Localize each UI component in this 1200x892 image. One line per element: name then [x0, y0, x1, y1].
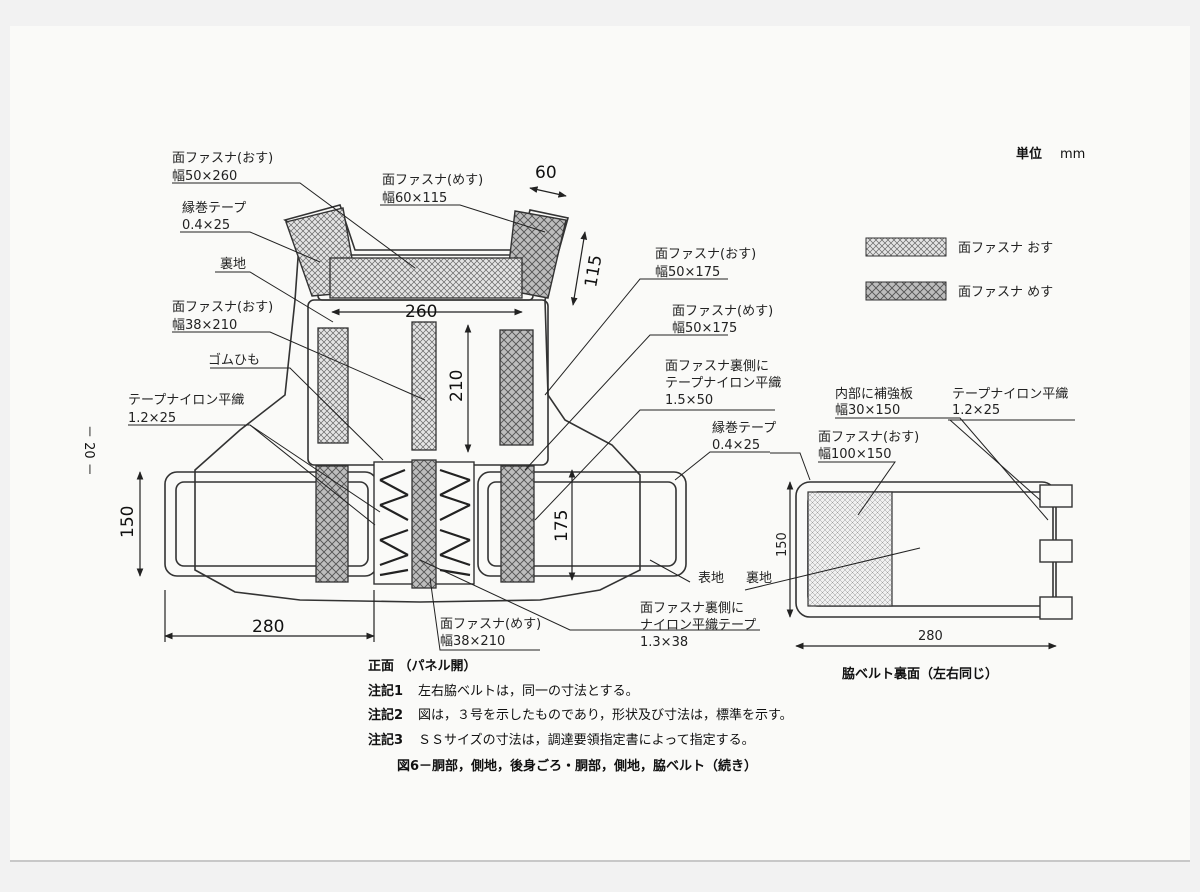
- unit-value: mm: [1060, 147, 1085, 162]
- note3-head: 注記3: [368, 732, 403, 748]
- lbl-female-115-b: 幅60×115: [382, 191, 447, 206]
- lbl-female-175-b: 幅50×175: [672, 321, 737, 336]
- caption-side: 脇ベルト裏面（左右同じ）: [842, 666, 998, 682]
- dim-60: 60: [535, 163, 557, 183]
- lbl-female-210-b: 幅38×210: [440, 634, 505, 649]
- note1-text: 左右脇ベルトは，同一の寸法とする。: [418, 684, 639, 699]
- lbl-male-260-b: 幅50×260: [172, 169, 237, 184]
- front-side-belts: [164, 471, 687, 577]
- dim-r150: 150: [775, 532, 790, 557]
- note2-text: 図は，３号を示したものであり，形状及び寸法は，標準を示す。: [418, 707, 793, 723]
- velcro-male-260: [329, 257, 523, 299]
- dimension-values: 60 115 260 210 150 175 280 150 280: [118, 163, 943, 644]
- lbl-plate-b: 幅30×150: [835, 403, 900, 418]
- rubber-cords: [379, 468, 471, 577]
- lbl-male-210-b: 幅38×210: [172, 318, 237, 333]
- document-page: 面ファスナ おす 面ファスナ めす 単位 mm － 20 － 面ファスナ(おす)…: [10, 26, 1190, 862]
- lbl-tape-nylon-a: テープナイロン平織: [128, 393, 244, 408]
- caption-front: 正面 （パネル開）: [368, 658, 477, 674]
- lbl-male-100-b: 幅100×150: [818, 447, 892, 462]
- lbl-male-260-a: 面ファスナ(おす): [172, 151, 273, 166]
- velcro-female-center: [411, 459, 437, 589]
- dim-r280: 280: [918, 629, 943, 644]
- lbl-plate-a: 内部に補強板: [835, 386, 913, 402]
- dim-260: 260: [405, 302, 437, 322]
- lbl-tape-nylon2-a: テープナイロン平織: [952, 387, 1068, 402]
- dim-175: 175: [552, 510, 572, 542]
- velcro-male-left: [317, 327, 349, 444]
- lbl-edge-tape2-b: 0.4×25: [712, 438, 760, 453]
- lbl-male-210-a: 面ファスナ(おす): [172, 300, 273, 315]
- lbl-outer: 表地: [698, 571, 724, 586]
- legend-swatch-female: [865, 281, 947, 301]
- lbl-rubber: ゴムひも: [208, 352, 260, 368]
- lbl-lining2: 裏地: [746, 571, 772, 586]
- lbl-back-tape-b: テープナイロン平織: [665, 376, 781, 391]
- tab-bottom: [1039, 596, 1073, 620]
- dim-210: 210: [447, 370, 467, 402]
- lbl-lining: 裏地: [220, 257, 246, 272]
- legend-male: 面ファスナ おす: [958, 241, 1053, 256]
- belt-left-strip: [315, 465, 349, 583]
- unit-label: 単位: [1016, 146, 1042, 162]
- figure-title: 図6－胴部，側地，後身ごろ・胴部，側地，脇ベルト（続き）: [397, 758, 757, 774]
- lbl-back-tape-a: 面ファスナ裏側に: [665, 359, 769, 374]
- lbl-back-tape2-b: ナイロン平織テープ: [640, 618, 756, 633]
- callout-labels: 面ファスナ(おす) 幅50×260 面ファスナ(めす) 幅60×115 縁巻テー…: [128, 151, 1068, 650]
- velcro-male-center: [411, 321, 437, 451]
- belt-right-strip: [500, 465, 535, 583]
- velcro-male-100x150: [807, 491, 893, 607]
- legend-female: 面ファスナ めす: [958, 285, 1053, 300]
- velcro-female-right: [499, 329, 534, 446]
- lbl-male-175-b: 幅50×175: [655, 265, 720, 280]
- note1-head: 注記1: [368, 683, 403, 699]
- lbl-male-100-a: 面ファスナ(おす): [818, 430, 919, 445]
- dimension-lines: [136, 186, 588, 642]
- lbl-tape-nylon2-b: 1.2×25: [952, 403, 1000, 418]
- lbl-back-tape2-c: 1.3×38: [640, 635, 688, 650]
- lbl-tape-nylon-b: 1.2×25: [128, 411, 176, 426]
- lbl-male-175-a: 面ファスナ(おす): [655, 247, 756, 262]
- dim-115: 115: [581, 253, 606, 288]
- tab-top: [1039, 484, 1073, 508]
- lbl-back-tape2-a: 面ファスナ裏側に: [640, 601, 744, 616]
- note2-head: 注記2: [368, 707, 403, 723]
- lbl-edge-tape-b: 0.4×25: [182, 218, 230, 233]
- lbl-back-tape-c: 1.5×50: [665, 393, 713, 408]
- legend-swatch-male: [865, 237, 947, 257]
- lbl-female-175-a: 面ファスナ(めす): [672, 304, 773, 319]
- dim-150: 150: [118, 506, 138, 538]
- lbl-edge-tape2-a: 縁巻テープ: [712, 420, 776, 436]
- dim-280: 280: [252, 617, 284, 637]
- lbl-female-210-a: 面ファスナ(めす): [440, 617, 541, 632]
- leader-lines: [128, 182, 775, 651]
- lbl-edge-tape-a: 縁巻テープ: [182, 200, 246, 216]
- lbl-female-115-a: 面ファスナ(めす): [382, 173, 483, 188]
- tab-middle: [1039, 539, 1073, 563]
- side-belt-leaders: [744, 417, 1075, 591]
- note3-text: ＳＳサイズの寸法は，調達要領指定書によって指定する。: [418, 732, 755, 748]
- page-number: － 20 －: [81, 425, 96, 476]
- technical-drawing: 面ファスナ おす 面ファスナ めす 単位 mm － 20 － 面ファスナ(おす)…: [81, 146, 1085, 774]
- side-belt-dimensions: [786, 481, 1057, 650]
